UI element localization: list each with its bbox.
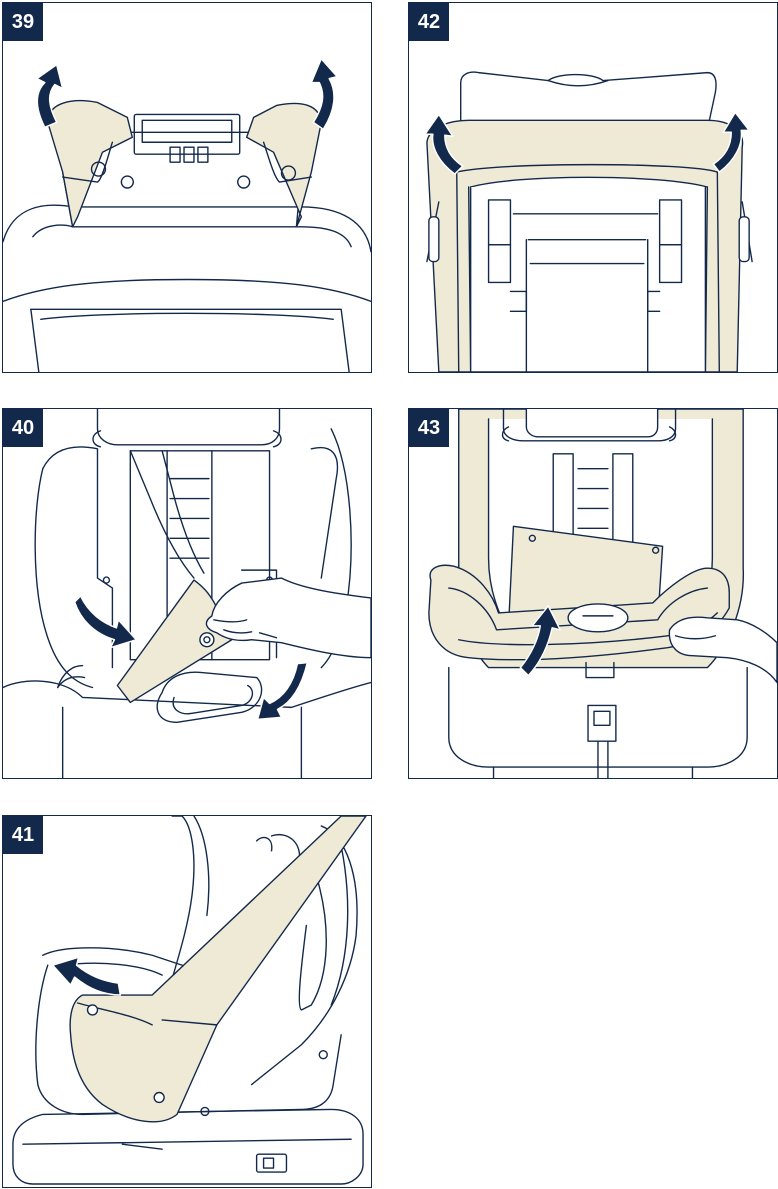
step-panel-43: 43 <box>408 408 778 779</box>
step-panel-41: 41 <box>2 815 372 1188</box>
backrest-cover-illustration <box>409 3 777 372</box>
arrow-up-right-icon <box>311 59 337 130</box>
step-panel-42: 42 <box>408 2 778 373</box>
step-panel-40: 40 <box>2 408 372 779</box>
harness-cover-illustration <box>3 409 371 778</box>
arrow-curve-down-right-icon <box>75 596 137 648</box>
step-panel-39: 39 <box>2 2 372 373</box>
step-number-badge: 43 <box>409 409 449 447</box>
side-cover-illustration <box>3 816 371 1187</box>
step-number-badge: 40 <box>3 409 43 447</box>
arrow-curve-down-left-icon <box>258 663 308 720</box>
seat-cushion-illustration <box>409 409 777 778</box>
step-number-badge: 41 <box>3 816 43 854</box>
headrest-cover-illustration <box>3 3 371 372</box>
step-number-badge: 39 <box>3 3 43 41</box>
step-number-badge: 42 <box>409 3 449 41</box>
